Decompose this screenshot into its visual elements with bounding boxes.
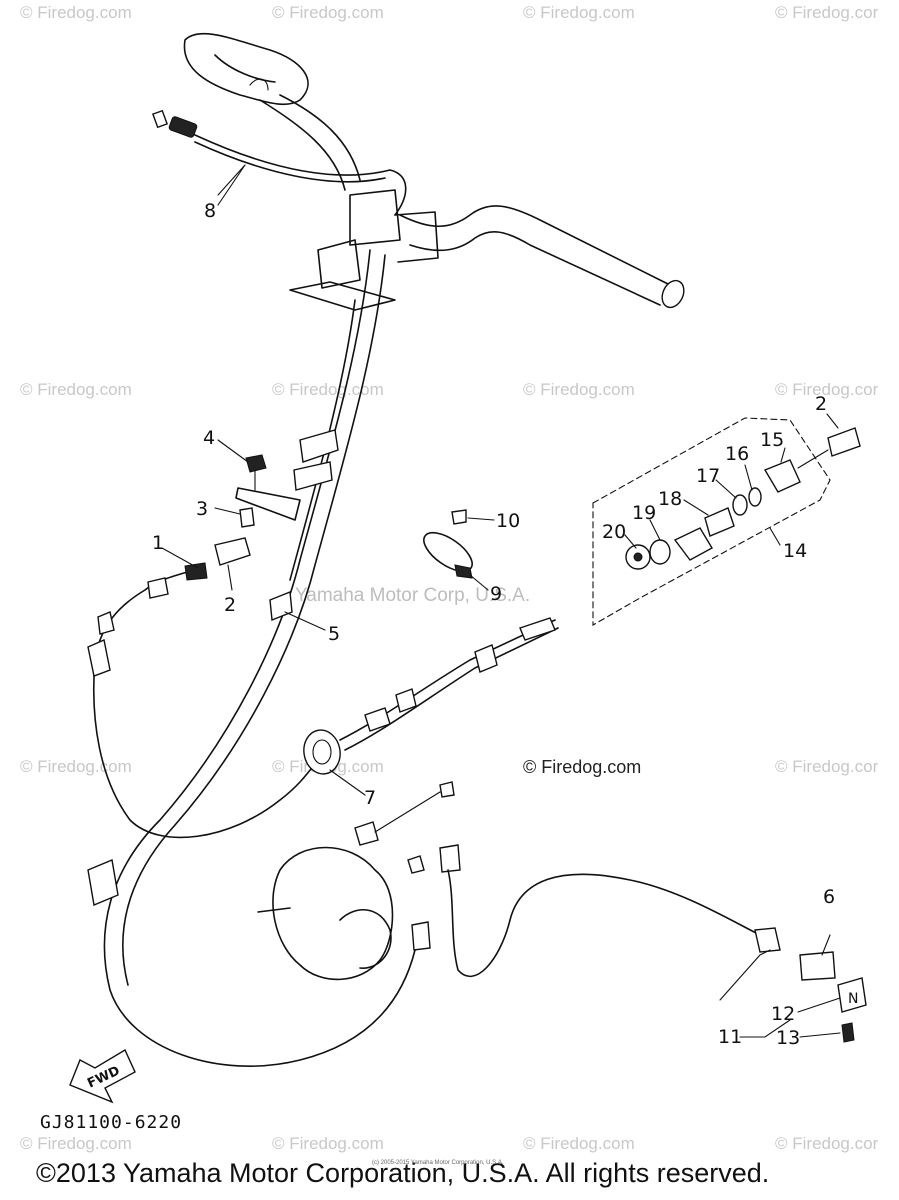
watermark-r4c3: © Firedog.com xyxy=(523,1134,635,1153)
handlebar-grip xyxy=(183,32,361,191)
watermark-yamaha: Yamaha Motor Corp, U.S.A. xyxy=(295,585,531,606)
shift-cable xyxy=(339,617,559,751)
diagram-code: GJ81100-6220 xyxy=(40,1112,183,1133)
watermark-r1c4: © Firedog.cor xyxy=(775,3,879,22)
watermark-r2c4: © Firedog.cor xyxy=(775,380,879,399)
callout-13: 13 xyxy=(776,1027,800,1049)
watermark-r1c3: © Firedog.com xyxy=(523,3,635,22)
adjuster-assembly-14 xyxy=(592,417,861,626)
callout-12: 12 xyxy=(771,1003,795,1025)
callout-2-left: 2 xyxy=(224,594,236,616)
decal-6 xyxy=(799,951,836,981)
callout-3: 3 xyxy=(196,498,208,520)
callout-19: 19 xyxy=(632,502,656,524)
callout-6: 6 xyxy=(823,886,835,908)
watermark-r3c4: © Firedog.cor xyxy=(775,757,879,776)
cable-clamp-9 xyxy=(423,509,473,579)
callout-2-right: 2 xyxy=(815,393,827,415)
callout-11: 11 xyxy=(718,1026,742,1048)
watermark-r4c1: © Firedog.com xyxy=(20,1134,132,1153)
callout-1: 1 xyxy=(152,532,164,554)
screw-13 xyxy=(841,1022,855,1043)
callout-5: 5 xyxy=(328,623,340,645)
callout-18: 18 xyxy=(658,488,682,510)
callout-20: 20 xyxy=(602,521,626,543)
leader-lines xyxy=(161,164,841,1038)
watermark-r1c2: © Firedog.com xyxy=(272,3,384,22)
fwd-arrow: FWD xyxy=(69,1048,136,1104)
neutral-knob-12: N xyxy=(837,977,867,1013)
grommet-7 xyxy=(303,729,341,775)
watermark-r2c1: © Firedog.com xyxy=(20,380,132,399)
handlebar-right xyxy=(399,205,685,309)
copyright-footer: ©2013 Yamaha Motor Corporation, U.S.A. A… xyxy=(36,1158,770,1188)
mount-bracket xyxy=(235,454,301,528)
callout-14: 14 xyxy=(783,540,807,562)
callout-8: 8 xyxy=(204,200,216,222)
callout-4: 4 xyxy=(203,427,215,449)
callout-17: 17 xyxy=(696,465,720,487)
steering-cable-housing-5 xyxy=(87,249,416,1067)
carburetor xyxy=(257,781,781,981)
callout-7: 7 xyxy=(364,787,376,809)
callout-15: 15 xyxy=(760,429,784,451)
neutral-symbol-text: N xyxy=(848,991,858,1007)
watermark-r4c4: © Firedog.cor xyxy=(775,1134,879,1153)
callout-numbers: 1 2 3 4 5 6 7 8 9 10 11 12 13 14 15 16 1… xyxy=(152,200,835,1049)
callout-16: 16 xyxy=(725,443,749,465)
tiny-credit: (c) 2005-2015 Yamaha Motor Corporation, … xyxy=(372,1160,504,1166)
callout-9: 9 xyxy=(490,583,502,605)
cable-end-1 xyxy=(87,537,319,839)
watermark-center: © Firedog.com xyxy=(523,757,642,777)
watermark-r2c2: © Firedog.com xyxy=(272,380,384,399)
watermark-r1c1: © Firedog.com xyxy=(20,3,132,22)
steering-clamp xyxy=(289,189,439,311)
throttle-cable-8 xyxy=(152,109,407,216)
watermark-r3c1: © Firedog.com xyxy=(20,757,132,776)
watermark-r4c2: © Firedog.com xyxy=(272,1134,384,1153)
watermark-r2c3: © Firedog.com xyxy=(523,380,635,399)
callout-10: 10 xyxy=(496,510,520,532)
